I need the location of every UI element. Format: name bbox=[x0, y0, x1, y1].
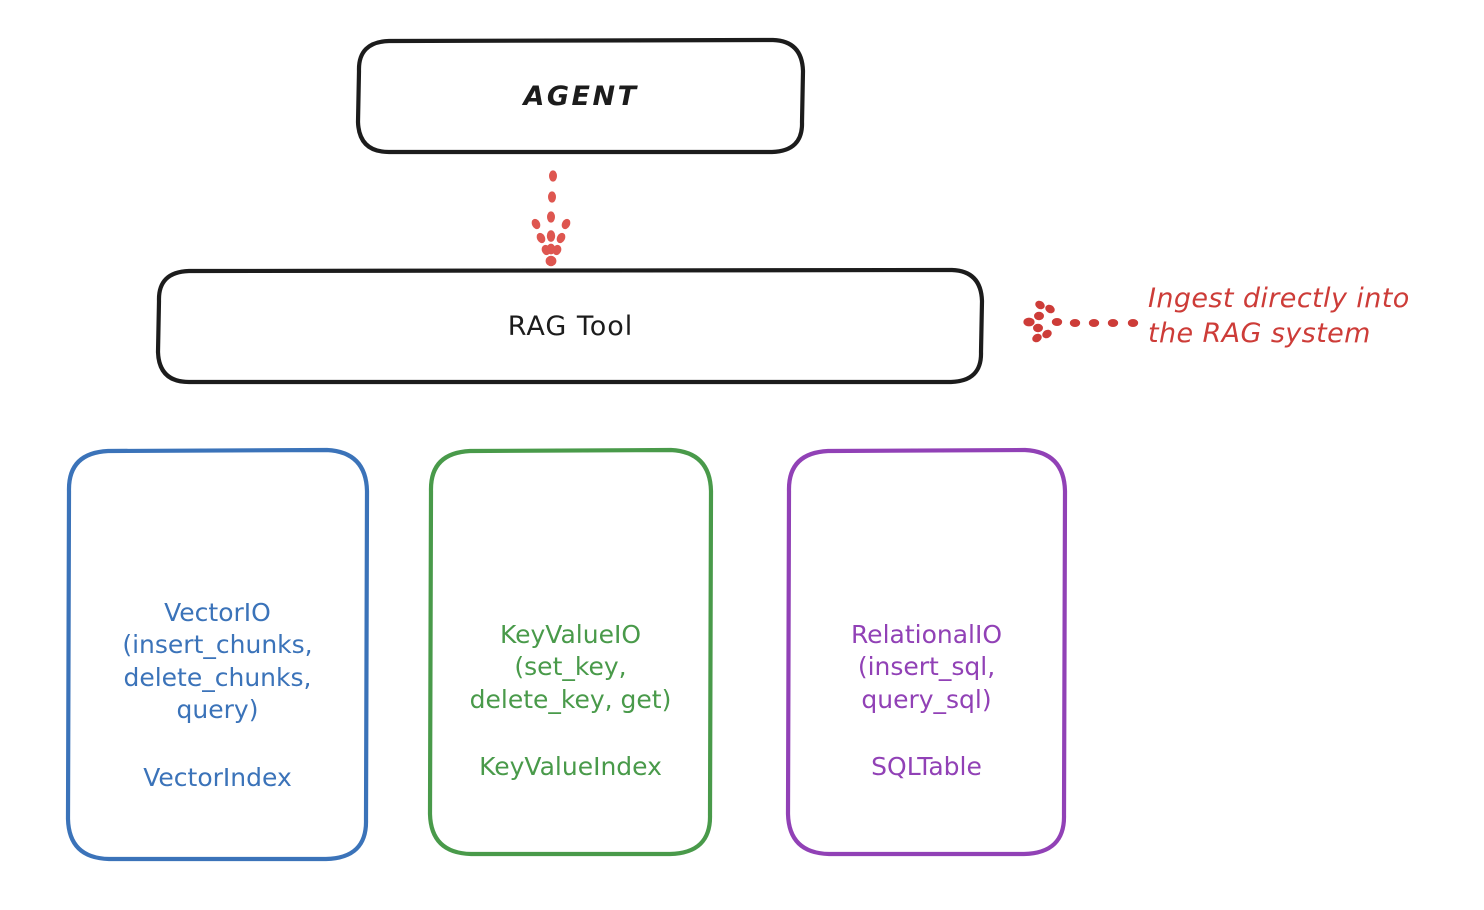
key-value-io-index-label: KeyValueIndex bbox=[479, 752, 662, 782]
relational-io-node[interactable]: RelationalIO (insert_sql, query_sql) SQL… bbox=[788, 450, 1065, 855]
vector-io-box-outline bbox=[65, 447, 370, 862]
relational-io-index-label: SQLTable bbox=[871, 752, 982, 782]
key-value-io-api-label: KeyValueIO (set_key, delete_key, get) bbox=[469, 619, 672, 714]
agent-to-rag-tool-connector-icon bbox=[531, 170, 571, 267]
rag-tool-box-outline bbox=[155, 267, 985, 385]
vector-io-index-label: VectorIndex bbox=[143, 762, 292, 792]
rag-tool-node[interactable]: RAG Tool bbox=[158, 270, 983, 383]
key-value-io-box-outline bbox=[427, 447, 714, 857]
vector-io-api-label: VectorIO (insert_chunks, delete_chunks, … bbox=[122, 597, 313, 725]
agent-node[interactable]: AGENT bbox=[358, 40, 804, 153]
agent-box-outline bbox=[355, 37, 806, 155]
relational-io-box-outline bbox=[785, 447, 1068, 857]
ingest-annotation-text: Ingest directly into the RAG system bbox=[1148, 283, 1410, 350]
relational-io-api-label: RelationalIO (insert_sql, query_sql) bbox=[850, 619, 1003, 714]
vector-io-node[interactable]: VectorIO (insert_chunks, delete_chunks, … bbox=[68, 450, 367, 860]
key-value-io-node[interactable]: KeyValueIO (set_key, delete_key, get) Ke… bbox=[430, 450, 711, 855]
rag-tool-label: RAG Tool bbox=[507, 310, 634, 342]
agent-label: AGENT bbox=[523, 80, 639, 112]
ingest-connector-icon bbox=[1023, 300, 1139, 343]
